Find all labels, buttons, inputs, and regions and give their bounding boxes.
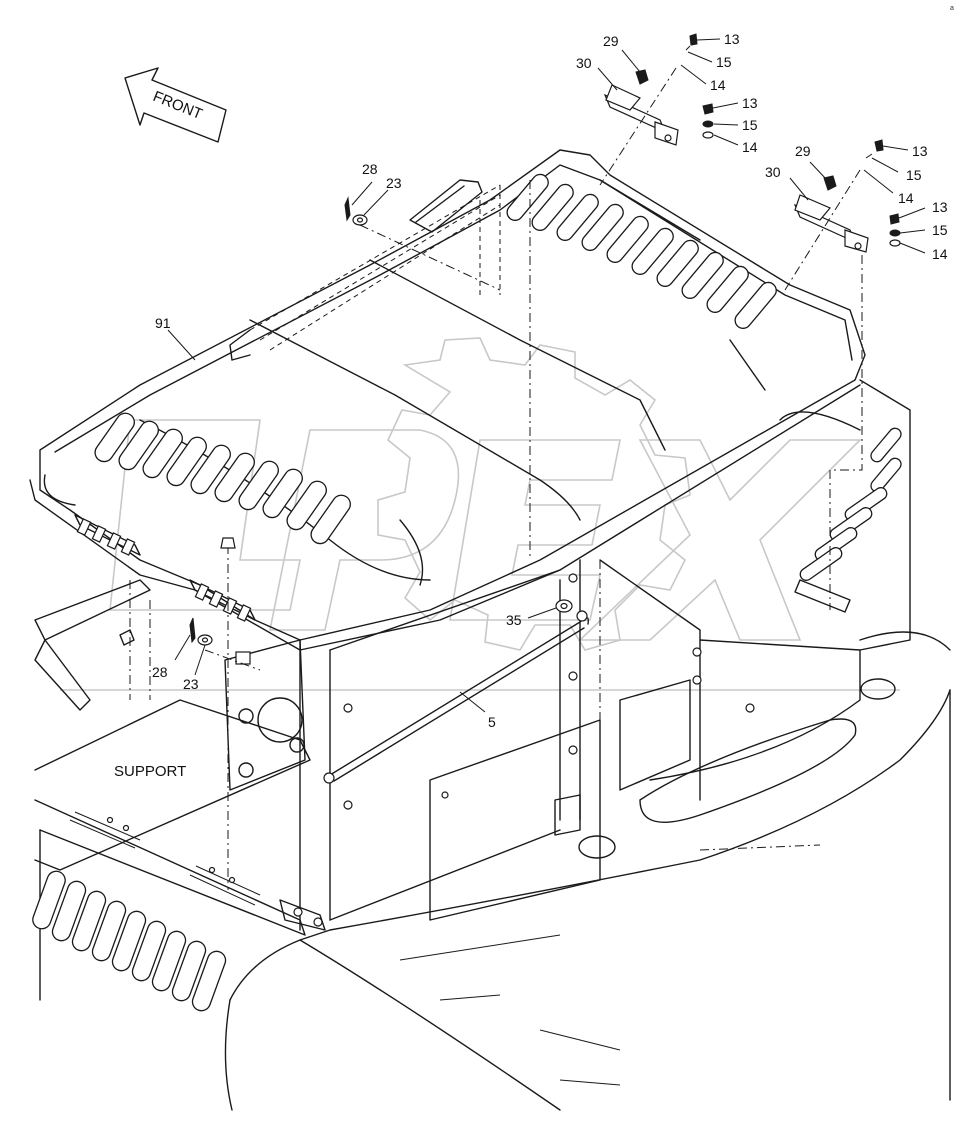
callouts: 13 15 14 13 15 14 29 30 13 15 14 13 15 1…	[152, 31, 948, 730]
support-label: SUPPORT	[114, 763, 186, 780]
right-panel	[779, 379, 911, 651]
latch-assembly-upper	[603, 33, 714, 146]
callout-15: 15	[932, 222, 948, 238]
leader-lines	[167, 38, 926, 713]
callout-23: 23	[386, 175, 402, 191]
callout-29: 29	[795, 143, 811, 159]
watermark-logo	[60, 337, 900, 691]
callout-15: 15	[742, 117, 758, 133]
callout-13: 13	[932, 199, 948, 215]
latch-assembly-lower	[793, 139, 901, 253]
callout-30: 30	[765, 164, 781, 180]
callout-15: 15	[716, 54, 732, 70]
lower-louver-grille	[32, 870, 227, 1012]
engine-cover	[29, 149, 866, 651]
callout-15: 15	[906, 167, 922, 183]
front-arrow-label: FRONT	[151, 88, 205, 123]
center-lines	[129, 67, 863, 890]
lower-frame	[34, 579, 951, 1111]
cover-rear-louvers	[506, 173, 777, 329]
hardware	[189, 196, 590, 784]
callout-28: 28	[152, 664, 168, 680]
support-box	[119, 559, 755, 931]
callout-29: 29	[603, 33, 619, 49]
corner-mark: a	[950, 5, 954, 12]
callout-5: 5	[488, 714, 496, 730]
callout-13: 13	[742, 95, 758, 111]
callout-91: 91	[155, 315, 171, 331]
callout-13: 13	[724, 31, 740, 47]
callout-14: 14	[932, 246, 948, 262]
callout-28: 28	[362, 161, 378, 177]
callout-13: 13	[912, 143, 928, 159]
callout-30: 30	[576, 55, 592, 71]
front-direction-arrow: FRONT	[124, 67, 227, 143]
cover-front-louvers	[94, 412, 351, 545]
callout-35: 35	[506, 612, 522, 628]
callout-23: 23	[183, 676, 199, 692]
support-plate	[69, 811, 326, 931]
callout-14: 14	[742, 139, 758, 155]
callout-14: 14	[710, 77, 726, 93]
callout-14: 14	[898, 190, 914, 206]
